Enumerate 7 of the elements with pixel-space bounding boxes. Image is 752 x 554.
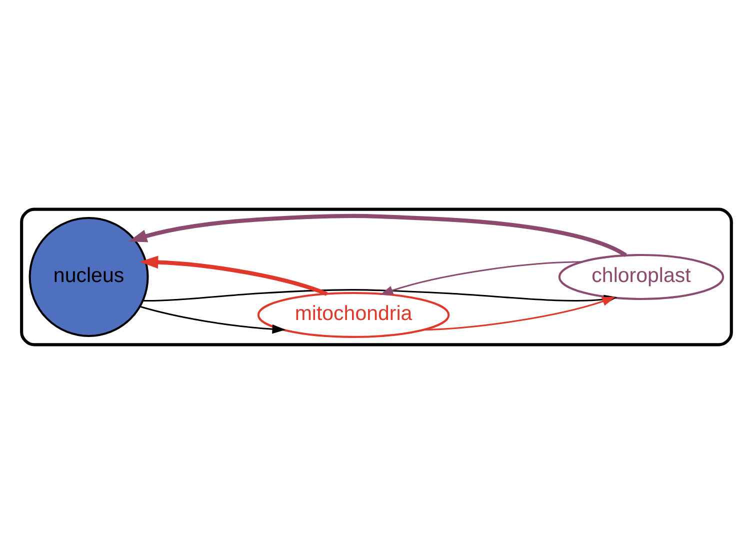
node-ellipse: mitochondria <box>256 292 450 338</box>
arrow <box>139 306 286 334</box>
arrow <box>128 214 626 258</box>
arrow <box>139 256 328 296</box>
cluster <box>20 208 732 346</box>
node-ellipse: chloroplast <box>558 254 724 300</box>
arrow <box>379 261 582 295</box>
